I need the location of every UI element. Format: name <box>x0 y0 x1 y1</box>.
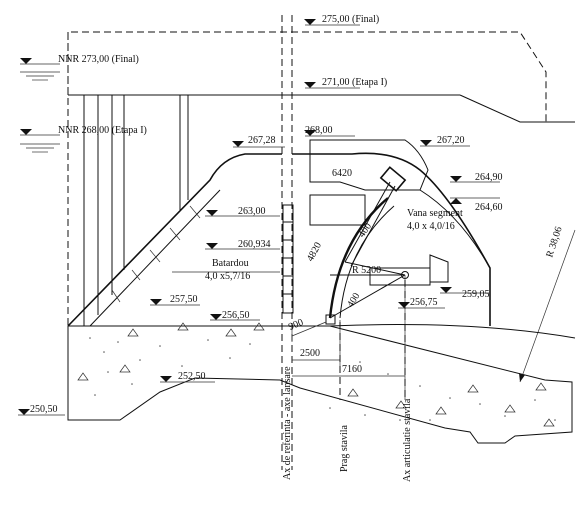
gate-radius-label: R 5200 <box>352 265 381 276</box>
level-256-50: 256,50 <box>222 310 250 321</box>
concrete-speckle <box>89 337 556 421</box>
segment-gate-skin <box>328 197 389 319</box>
level-256-75: 256,75 <box>410 297 438 308</box>
level-264-60: 264,60 <box>475 202 503 213</box>
dim-4820-label: 4820 <box>305 241 324 264</box>
level-263-00: 263,00 <box>238 206 266 217</box>
level-nnr-etapa1: NNR 268,00 (Etapa I) <box>58 125 147 136</box>
level-268-00: 268,00 <box>305 125 333 136</box>
batardou-stoplog <box>282 204 294 314</box>
dim-900-label: 900 <box>287 317 305 333</box>
final-stage-outline <box>67 31 547 122</box>
hoist-cylinder <box>379 166 407 192</box>
axis-sill-label: Prag stavila <box>339 425 350 472</box>
big-radius-leader <box>519 229 576 383</box>
level-267-28: 267,28 <box>248 135 276 146</box>
level-267-20: 267,20 <box>437 135 465 146</box>
foundation-concrete <box>67 325 573 444</box>
level-nnr-final: NNR 273,00 (Final) <box>58 54 139 65</box>
level-final-crest: 275,00 (Final) <box>322 14 379 25</box>
concrete-aggregate-marks <box>77 322 555 427</box>
spillway-profile <box>329 324 576 339</box>
level-259-05: 259,05 <box>462 289 490 300</box>
dim-6420-label: 6420 <box>332 168 352 179</box>
batardou-title: Batardou <box>212 258 249 269</box>
level-257-50: 257,50 <box>170 294 198 305</box>
level-252-50: 252,50 <box>178 371 206 382</box>
dim-7160-label: 7160 <box>342 364 362 375</box>
gallery-box <box>309 194 366 226</box>
level-triangles <box>18 19 462 415</box>
dim-7160 <box>292 275 406 400</box>
gate-arm-upper <box>344 181 391 263</box>
level-264-90: 264,90 <box>475 172 503 183</box>
dim-900 <box>291 321 327 342</box>
big-radius-label: R 38,06 <box>544 225 564 259</box>
dim-2500-label: 2500 <box>300 348 320 359</box>
upstream-water-marks <box>20 71 60 153</box>
level-260-934: 260,934 <box>238 239 271 250</box>
batardou-size: 4,0 x5,7/16 <box>205 271 250 282</box>
level-250-50: 250,50 <box>30 404 58 415</box>
upper-pier <box>292 152 491 326</box>
breast-wall <box>309 139 429 191</box>
batardou-segments <box>283 221 293 295</box>
pier-slope-hatch <box>111 205 201 303</box>
axis-reference-label: Ax de referinta - axe lansare <box>282 366 293 480</box>
gate-size: 4,0 x 4,0/16 <box>407 221 455 232</box>
axis-hinge-label: Ax articulatie stavila <box>402 398 413 482</box>
pier-slope <box>67 153 282 327</box>
level-markers <box>18 24 500 416</box>
gate-sill-block <box>325 314 336 325</box>
gate-title: Vana segment <box>407 208 463 219</box>
gate-arm-lower <box>329 274 406 319</box>
dim-400-bottom-label: 400 <box>345 291 362 310</box>
level-etapa1-crest: 271,00 (Etapa I) <box>322 77 387 88</box>
bay-vertical-lines <box>83 95 189 326</box>
